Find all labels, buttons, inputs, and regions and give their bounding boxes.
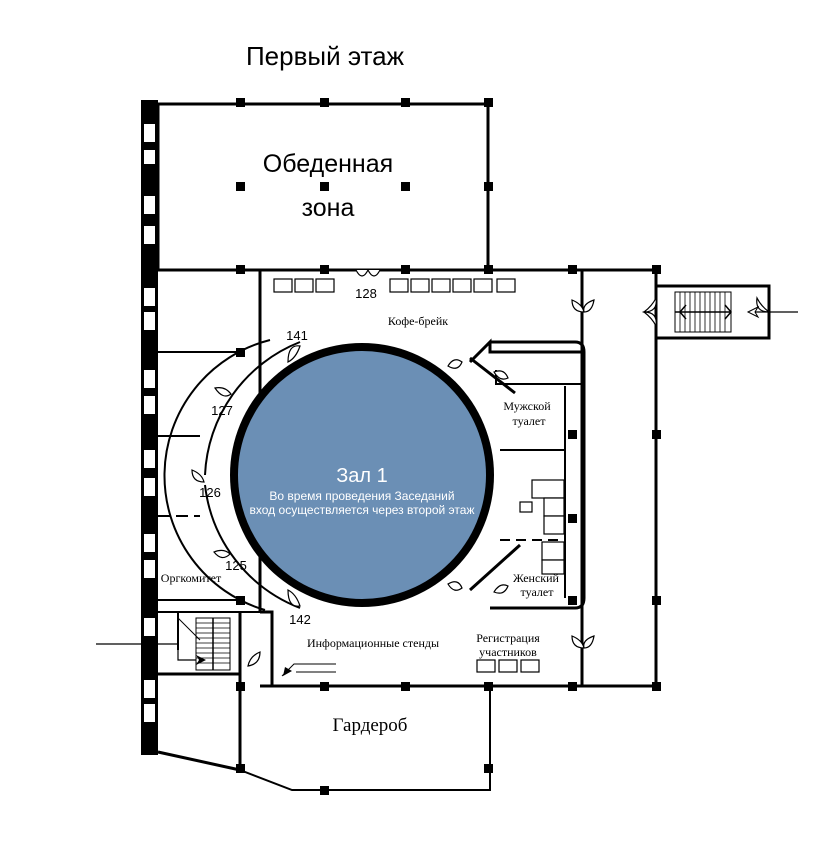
mens-wc-label-1: Мужской	[503, 399, 551, 413]
cloakroom-label: Гардероб	[333, 715, 408, 736]
door-142-icon[interactable]	[287, 589, 301, 607]
door-127-label: 127	[211, 403, 233, 418]
org-committee-label: Оргкомитет	[161, 571, 222, 585]
west-entrance-arrow-icon	[96, 643, 206, 665]
left-outer-wall	[141, 100, 158, 755]
east-entrance-arrow-icon	[679, 304, 798, 320]
womens-wc-label-2: туалет	[521, 585, 555, 599]
restroom-block	[447, 338, 586, 610]
east-stair	[642, 284, 771, 340]
corridor-door-upper-icon[interactable]	[571, 299, 595, 313]
dining-label-2: зона	[302, 194, 355, 222]
registration-label-2: участников	[479, 645, 537, 659]
cloakroom	[157, 672, 493, 795]
hall-1[interactable]	[238, 351, 486, 599]
coffee-break-tables	[273, 278, 516, 293]
door-125-icon[interactable]	[213, 549, 231, 559]
registration-label-1: Регистрация	[476, 631, 540, 645]
hall-note-1: Во время проведения Заседаний	[269, 489, 454, 503]
door-126-label: 126	[199, 485, 221, 500]
door-128-icon[interactable]	[355, 268, 381, 277]
coffee-break-label: Кофе-брейк	[388, 314, 448, 328]
dining-zone: Обеденная зона	[156, 98, 493, 274]
registration-desks	[476, 659, 540, 673]
hall-title: Зал 1	[336, 465, 388, 487]
womens-wc-label-1: Женский	[513, 571, 559, 585]
door-141-icon[interactable]	[287, 345, 301, 363]
door-125-label: 125	[225, 558, 247, 573]
hall-corridor-arc-lower	[204, 484, 301, 609]
door-128-label: 128	[355, 286, 377, 301]
hall-note-2: вход осуществляется через второй этаж	[250, 503, 475, 517]
info-stands-pointer	[281, 663, 336, 677]
hall-corridor-arc-left	[204, 341, 301, 476]
corridor-door-lower-icon[interactable]	[571, 635, 595, 649]
door-142-label: 142	[289, 612, 311, 627]
hall-corridor-wall	[163, 339, 271, 611]
foyer-walls	[158, 265, 661, 691]
door-127-icon[interactable]	[214, 387, 232, 397]
floor-title: Первый этаж	[246, 41, 405, 71]
dining-label-1: Обеденная	[263, 150, 393, 178]
info-stands-label: Информационные стенды	[307, 636, 439, 650]
door-141-label: 141	[286, 328, 308, 343]
mens-wc-label-2: туалет	[513, 414, 547, 428]
door-126-icon[interactable]	[191, 469, 205, 483]
